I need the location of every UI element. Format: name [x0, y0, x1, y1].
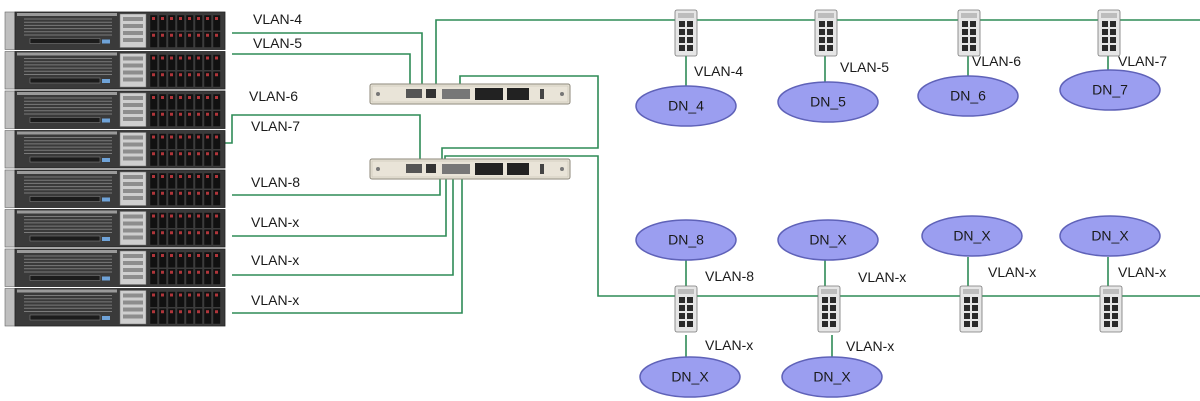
server-unit[interactable]	[4, 11, 226, 50]
wire-server-8	[232, 172, 463, 314]
server-unit[interactable]	[4, 169, 226, 208]
server-unit[interactable]	[4, 209, 226, 248]
core-switch-2	[369, 158, 571, 180]
bottom-upper-vlan-label-2: VLAN-x	[858, 269, 906, 285]
edge-switch-icon[interactable]	[814, 9, 838, 57]
dn-node-top-1-label: DN_4	[668, 98, 704, 114]
top-vlan-label-4: VLAN-7	[1118, 53, 1167, 69]
dn-node-bottom-upper-4-label: DN_X	[1091, 228, 1129, 244]
server-unit[interactable]	[4, 248, 226, 287]
dn-node-bottom-upper-2-label: DN_X	[809, 232, 847, 248]
dn-node-top-4[interactable]	[1059, 69, 1161, 111]
wire-server-7	[232, 172, 454, 276]
dn-node-bottom-lower-1-label: DN_X	[671, 369, 709, 385]
dn-node-top-3[interactable]	[917, 75, 1019, 117]
wire-server-4	[218, 114, 421, 165]
bottom-lower-vlan-label-1: VLAN-x	[705, 337, 753, 353]
top-segment: VLAN-4 VLAN-5 VLAN-6 VLAN-7 DN_4 DN_5 DN…	[635, 53, 1167, 127]
wire-core1-loop	[441, 75, 599, 160]
bottom-upper-vlan-label-1: VLAN-8	[705, 268, 754, 284]
dn-node-bottom-upper-4[interactable]	[1059, 215, 1161, 257]
server-vlan-label-6: VLAN-x	[251, 214, 299, 230]
dn-node-bottom-lower-1[interactable]	[639, 356, 741, 398]
dn-node-top-1[interactable]	[635, 85, 737, 127]
edge-switches	[674, 9, 1123, 333]
edge-switch-icon[interactable]	[674, 9, 698, 57]
server-vlan-label-1: VLAN-4	[253, 11, 302, 27]
edge-switch-icon[interactable]	[674, 285, 698, 333]
top-vlan-label-1: VLAN-4	[694, 63, 743, 79]
core-switch-1	[369, 83, 571, 105]
edge-switch-icon[interactable]	[817, 285, 841, 333]
wire-core1-top	[435, 19, 1200, 92]
server-unit[interactable]	[4, 288, 226, 327]
dn-node-top-3-label: DN_6	[950, 88, 986, 104]
server-vlan-label-3: VLAN-6	[249, 88, 298, 104]
edge-switch-icon[interactable]	[1099, 285, 1123, 333]
dn-node-bottom-upper-3[interactable]	[921, 215, 1023, 257]
server-rack	[4, 11, 226, 327]
edge-switch-icon[interactable]	[1097, 9, 1121, 57]
bottom-upper-vlan-label-3: VLAN-x	[988, 264, 1036, 280]
wire-server-2	[232, 53, 411, 92]
wire-server-5	[232, 172, 441, 196]
server-unit[interactable]	[4, 130, 226, 169]
server-vlan-label-4: VLAN-7	[251, 118, 300, 134]
server-vlan-label-8: VLAN-x	[251, 292, 299, 308]
bottom-lower-vlan-label-2: VLAN-x	[846, 338, 894, 354]
server-vlan-label-2: VLAN-5	[253, 35, 302, 51]
bottom-upper-vlan-label-4: VLAN-x	[1118, 264, 1166, 280]
top-vlan-label-3: VLAN-6	[972, 53, 1021, 69]
top-vlan-label-2: VLAN-5	[840, 59, 889, 75]
wire-server-6	[232, 172, 447, 237]
wire-server-1	[232, 32, 423, 92]
dn-node-bottom-upper-2[interactable]	[777, 219, 879, 261]
bottom-segment: DN_8 DN_X DN_X DN_X VLAN-8 VLAN-x VLAN-x…	[635, 215, 1166, 398]
dn-node-top-2-label: DN_5	[810, 94, 846, 110]
dn-node-top-4-label: DN_7	[1092, 82, 1128, 98]
edge-switch-icon[interactable]	[957, 9, 981, 57]
server-vlan-label-5: VLAN-8	[251, 174, 300, 190]
dn-node-bottom-lower-2-label: DN_X	[813, 369, 851, 385]
server-vlan-label-7: VLAN-x	[251, 252, 299, 268]
dn-node-top-2[interactable]	[777, 81, 879, 123]
server-unit[interactable]	[4, 51, 226, 90]
dn-node-bottom-upper-1-label: DN_8	[668, 232, 704, 248]
edge-switch-icon[interactable]	[959, 285, 983, 333]
dn-node-bottom-upper-3-label: DN_X	[953, 228, 991, 244]
dn-node-bottom-lower-2[interactable]	[781, 356, 883, 398]
dn-node-bottom-upper-1[interactable]	[635, 219, 737, 261]
server-unit[interactable]	[4, 90, 226, 129]
